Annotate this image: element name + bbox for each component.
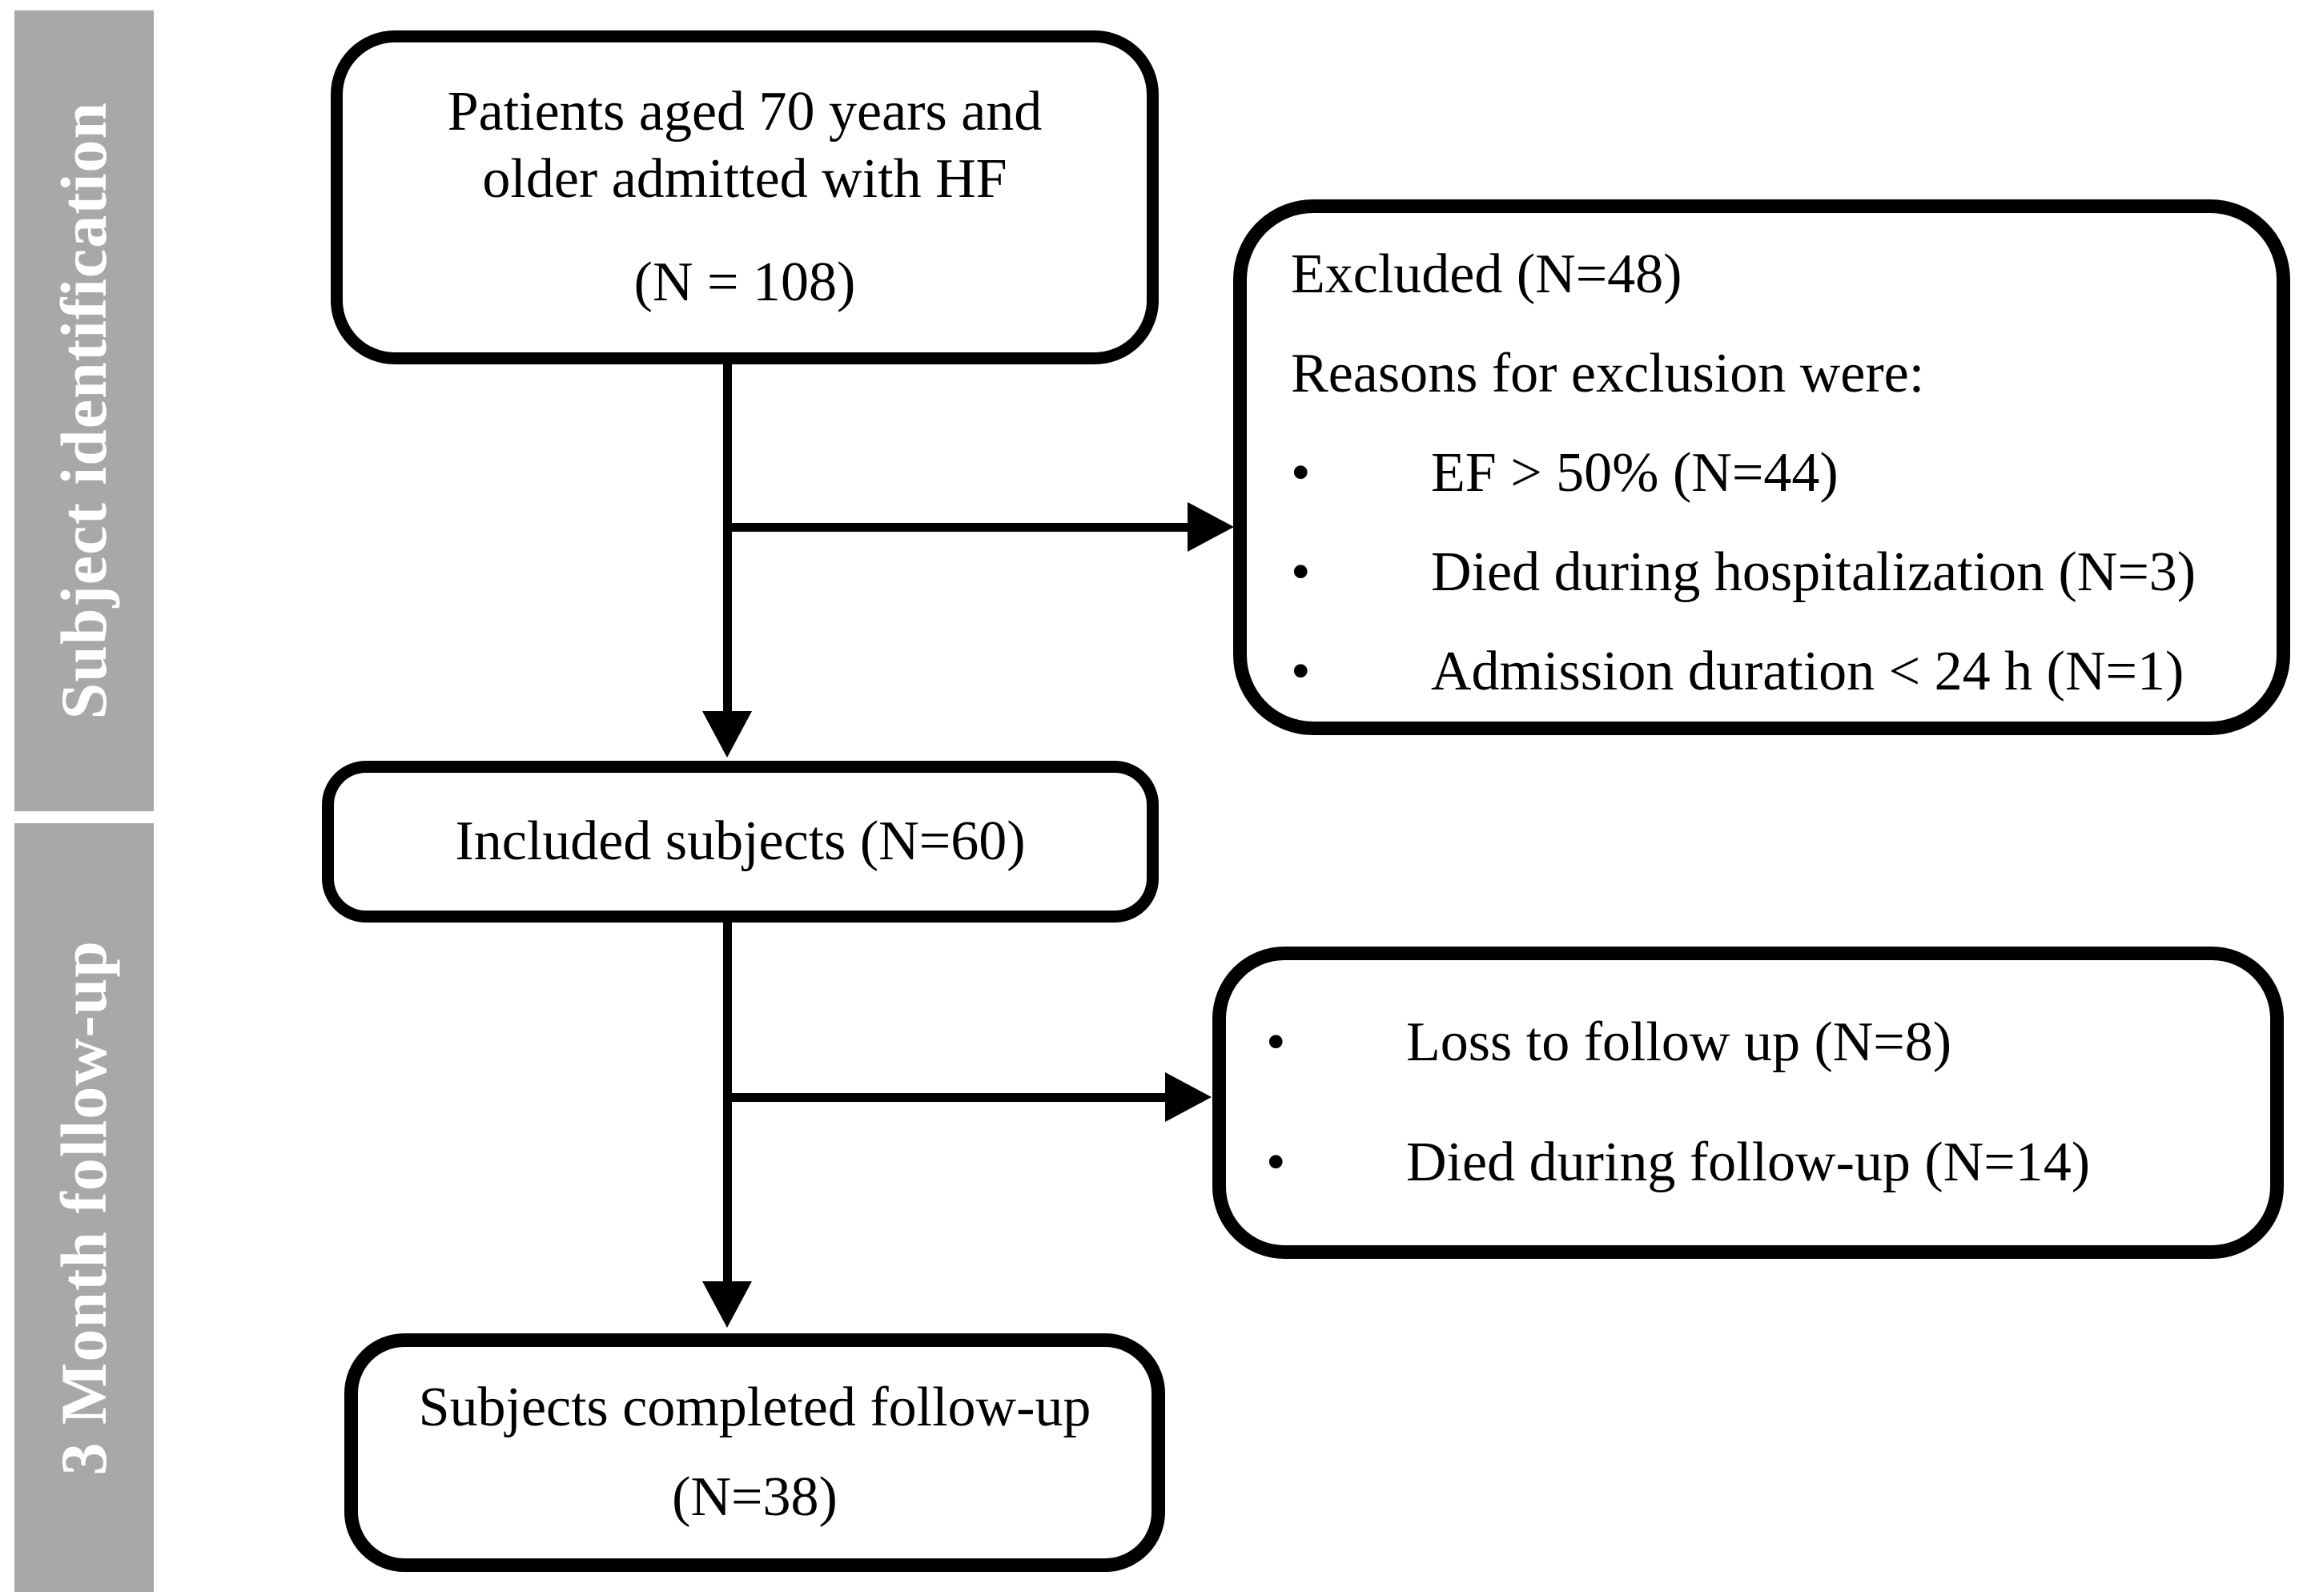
phase-bar-subject-identification: Subject identification [14, 10, 154, 811]
population-line: older admitted with HF [482, 148, 1007, 210]
included-box: Included subjects (N=60) [322, 761, 1159, 923]
arrowhead-down-icon [702, 1281, 752, 1328]
excluded-title: Excluded (N=48) [1291, 243, 1682, 305]
followup-loss-item: • Loss to follow up (N=8) [1266, 983, 2246, 1103]
arrowhead-right-icon [1188, 502, 1234, 552]
exclusion-reason-text: Admission duration < 24 h (N=1) [1431, 640, 2184, 702]
arrowhead-right-icon [1165, 1072, 1212, 1122]
excluded-box: Excluded (N=48) Reasons for exclusion we… [1233, 199, 2290, 735]
completed-box: Subjects completed follow-up (N=38) [344, 1333, 1165, 1572]
followup-losses-box: • Loss to follow up (N=8) • Died during … [1212, 947, 2284, 1259]
exclusion-reason-text: EF > 50% (N=44) [1431, 441, 1839, 504]
completed-line: Subjects completed follow-up [418, 1377, 1091, 1438]
followup-loss-list: • Loss to follow up (N=8) • Died during … [1266, 983, 2246, 1223]
followup-loss-text: Loss to follow up (N=8) [1406, 1011, 1952, 1073]
phase-label-subject-identification: Subject identification [47, 102, 120, 720]
followup-loss-text: Died during follow-up (N=14) [1406, 1132, 2091, 1193]
exclusion-reason-list: • EF > 50% (N=44) • Died during hospital… [1291, 424, 2253, 722]
connector-branch-to-followup-losses [723, 1093, 1168, 1102]
phase-bar-3-month-follow-up: 3 Month follow-up [14, 823, 154, 1592]
followup-loss-item: • Died during follow-up (N=14) [1266, 1103, 2246, 1223]
bullet-icon: • [1266, 1011, 1286, 1073]
arrowhead-down-icon [702, 711, 752, 758]
connector-branch-to-excluded [723, 523, 1189, 532]
exclusion-reason-item: • EF > 50% (N=44) [1291, 424, 2253, 523]
population-count: (N = 108) [633, 251, 856, 313]
exclusion-reason-item: • Admission duration < 24 h (N=1) [1291, 622, 2253, 722]
phase-label-3-month-follow-up: 3 Month follow-up [47, 939, 120, 1476]
excluded-subtitle: Reasons for exclusion were: [1291, 342, 1925, 404]
bullet-icon: • [1291, 441, 1311, 504]
population-line: Patients aged 70 years and [447, 81, 1043, 143]
bullet-icon: • [1291, 640, 1311, 702]
exclusion-reason-text: Died during hospitalization (N=3) [1431, 541, 2196, 603]
included-label: Included subjects (N=60) [455, 810, 1026, 872]
connector-included-to-completed [723, 921, 732, 1283]
population-box: Patients aged 70 years and older admitte… [331, 30, 1159, 364]
bullet-icon: • [1266, 1132, 1286, 1193]
bullet-icon: • [1291, 541, 1311, 603]
completed-count: (N=38) [672, 1466, 838, 1528]
connector-population-to-included [723, 363, 732, 713]
exclusion-reason-item: • Died during hospitalization (N=3) [1291, 523, 2253, 622]
